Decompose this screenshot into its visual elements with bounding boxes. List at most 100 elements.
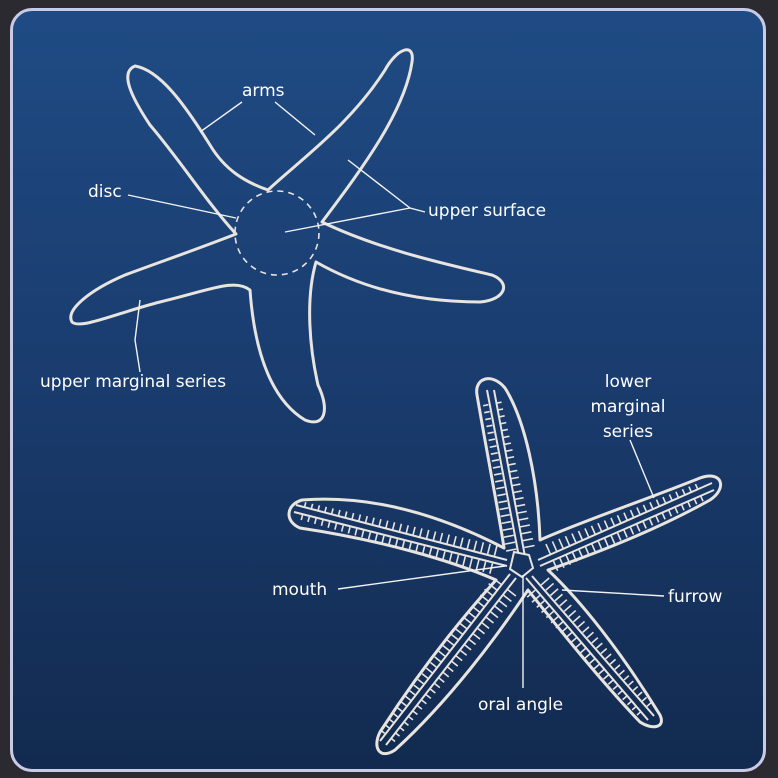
tube-foot-spine [495,480,503,482]
tube-foot-spine [440,533,442,542]
tube-foot-spine [366,516,368,523]
tube-foot-spine [632,706,636,710]
tube-foot-spine [352,513,354,519]
tube-foot-spine [443,672,449,677]
tube-foot-spine [421,700,426,704]
tube-foot-spine [426,668,432,673]
tube-foot-spine [498,409,504,410]
tube-foot-spine [695,484,697,489]
tube-foot-spine [483,405,488,406]
label-upper-surface: upper surface [428,201,546,221]
tube-foot-spine [486,425,492,426]
tube-foot-spine [486,617,494,623]
ambulacral-grooves [294,390,714,745]
tube-foot-spine [617,515,620,522]
tube-foot-spine [508,464,515,465]
tube-foot-spine [393,522,395,529]
tube-foot-spine [502,429,508,430]
tube-foot-spine [519,518,528,520]
tube-foot-spine [362,531,364,538]
tube-foot-spine [439,651,445,656]
tube-foot-spine [643,505,646,512]
tube-foot-spine [325,507,326,513]
tube-foot-spine [443,646,449,651]
tube-foot-spine [447,535,449,544]
tube-foot-spine [485,418,491,419]
tube-foot-spine [598,523,602,531]
tube-foot-spine [369,532,371,539]
tube-foot-spine [406,696,411,700]
tube-foot-spine [386,521,388,528]
tube-foot-spine [455,629,462,634]
tube-foot-spine [456,656,462,661]
tube-foot-spine [502,522,511,524]
tube-foot-spine [463,557,465,567]
tube-foot-spine [637,712,641,715]
tube-foot-spine [467,539,469,549]
tube-foot-spine [596,643,602,648]
tube-foot-spine [669,494,672,500]
tube-foot-spine [701,496,703,501]
tube-foot-spine [464,645,471,650]
tube-foot-spine [611,518,614,526]
tube-foot-spine [500,508,509,510]
tube-foot-spine [427,530,429,538]
tube-foot-spine [682,489,684,494]
tube-foot-spine [504,535,514,537]
tube-foot-spine [656,516,659,522]
tube-foot-spine [399,524,401,532]
tube-foot-spine [382,536,384,543]
tube-foot-spine [433,532,435,541]
tube-foot-spine [511,477,519,479]
tube-foot-spine [575,643,581,648]
tube-foot-spine [473,634,480,640]
tube-foot-spine [504,443,511,444]
tube-foot-spine [546,583,554,590]
tube-foot-spine [429,548,431,557]
tube-foot-spine [389,719,393,722]
leader-furrow [562,590,664,596]
tube-feet-spines [301,402,703,741]
tube-foot-spine [560,600,567,606]
tube-foot-spine [559,539,563,548]
leader-lower-marginal-series [630,440,654,498]
tube-foot-spine [318,505,319,510]
tube-foot-spine [435,657,441,662]
tube-foot-spine [604,675,609,680]
tube-foot-spine [618,533,621,541]
tube-foot-spine [477,628,484,634]
tube-foot-spine [642,697,646,701]
tube-foot-spine [650,502,653,508]
tube-foot-spine [402,541,404,549]
tube-foot-spine [637,524,640,531]
tube-foot-spine [662,513,665,519]
tube-foot-spine [507,457,514,458]
tube-foot-spine [650,519,653,526]
tube-foot-spine [494,545,497,555]
leader-upper-marginal-series [135,300,140,372]
tube-foot-spine [491,453,498,454]
tube-foot-spine [451,661,457,666]
tube-foot-spine [523,539,533,541]
tube-foot-spine [587,632,593,637]
tube-foot-spine [417,705,422,709]
tube-foot-spine [321,520,322,526]
tube-foot-spine [503,528,513,530]
tube-foot-spine [481,542,484,552]
tube-foot-spine [546,544,550,554]
tube-foot-spine [656,500,659,506]
tube-foot-spine [335,524,337,530]
tube-foot-spine [594,664,600,669]
tube-foot-spine [338,510,340,516]
tube-foot-spine [598,541,602,549]
leader-arms-left [200,102,242,132]
tube-foot-spine [490,612,498,618]
mouth-pentagon [510,552,533,577]
label-arms: arms [242,81,285,101]
tube-foot-spine [573,616,580,622]
tube-foot-spine [461,538,463,547]
label-disc: disc [88,182,122,202]
tube-foot-spine [623,696,628,700]
leader-upper-surface-b [285,208,410,232]
